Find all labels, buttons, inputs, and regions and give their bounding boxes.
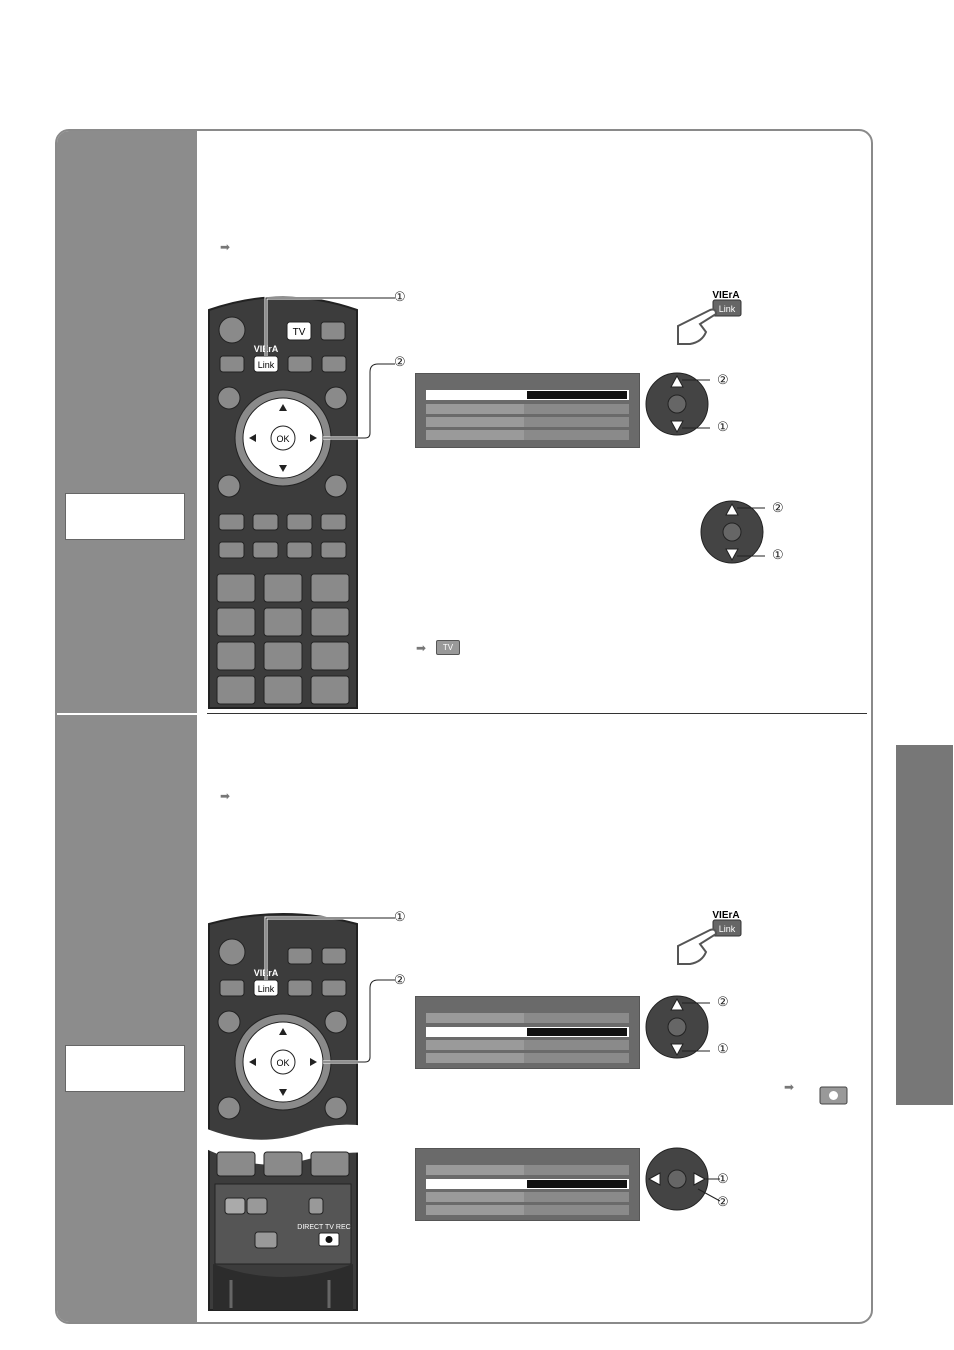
viera-logo: VIErA xyxy=(712,910,739,921)
right-arrow-icon: ➡ xyxy=(220,789,231,803)
callout-2: ② xyxy=(394,354,406,369)
menu-row[interactable] xyxy=(426,430,629,440)
dpad-up-down-1 xyxy=(645,372,710,436)
callout-2: ② xyxy=(394,972,406,987)
link-menu-1 xyxy=(415,373,640,448)
ok-button[interactable] xyxy=(270,1049,296,1075)
menu-row-selected[interactable] xyxy=(426,1179,629,1189)
tv-button[interactable] xyxy=(286,321,312,341)
tv-button-label: TV xyxy=(293,327,306,338)
callout-1: ① xyxy=(772,547,784,562)
sidebar-divider xyxy=(57,713,197,715)
callout-1: ① xyxy=(717,419,729,434)
ok-button-label: OK xyxy=(276,1058,289,1068)
link-button-label: Link xyxy=(258,984,275,994)
link-button-label: Link xyxy=(258,360,275,370)
ok-button[interactable] xyxy=(270,425,296,451)
menu-row[interactable] xyxy=(426,1053,629,1063)
tv-button-icon: TV xyxy=(436,640,460,655)
link-menu-3 xyxy=(415,1148,640,1221)
record-icon xyxy=(829,1091,838,1100)
dpad-up-down-3 xyxy=(645,995,710,1059)
menu-row-selected[interactable] xyxy=(426,1027,629,1037)
menu-row[interactable] xyxy=(426,1040,629,1050)
sidebar xyxy=(57,131,197,1322)
record-icon xyxy=(325,1236,333,1243)
link-label: Link xyxy=(719,924,736,934)
remote-control-1: TV VIErA Link OK xyxy=(208,296,395,709)
link-label: Link xyxy=(719,304,736,314)
menu-row-selected[interactable] xyxy=(426,390,629,400)
callout-2: ② xyxy=(717,372,729,387)
link-menu-2 xyxy=(415,996,640,1069)
menu-row[interactable] xyxy=(426,404,629,414)
callout-1: ① xyxy=(394,289,406,304)
callout-2: ② xyxy=(717,994,729,1009)
menu-row[interactable] xyxy=(426,1165,629,1175)
dpad-up-down-2 xyxy=(700,500,765,564)
callout-2: ② xyxy=(772,500,784,515)
dpad-left-right xyxy=(645,1147,721,1211)
menu-row[interactable] xyxy=(426,417,629,427)
section-divider xyxy=(207,713,867,714)
section-2-label-box xyxy=(65,1045,185,1092)
menu-row[interactable] xyxy=(426,1205,629,1215)
callout-1: ① xyxy=(717,1041,729,1056)
menu-row[interactable] xyxy=(426,1013,629,1023)
ok-button-label: OK xyxy=(276,434,289,444)
remote-control-2: VIErA Link OK DIRECT TV REC xyxy=(205,913,410,1311)
instruction-frame xyxy=(55,129,873,1324)
callout-1: ① xyxy=(394,909,406,924)
callout-2: ② xyxy=(717,1194,729,1209)
viera-logo: VIErA xyxy=(712,290,739,301)
hand-press-icon: VIErA Link xyxy=(677,910,742,965)
menu-row[interactable] xyxy=(426,1192,629,1202)
callout-1: ① xyxy=(717,1171,729,1186)
record-button-icon xyxy=(819,1086,848,1105)
right-arrow-icon: ➡ xyxy=(416,641,427,655)
section-1-label-box xyxy=(65,493,185,540)
right-arrow-icon: ➡ xyxy=(220,240,231,254)
hand-press-icon: VIErA Link xyxy=(677,290,742,345)
section-side-tab xyxy=(896,745,953,1105)
direct-tv-rec-label: DIRECT TV REC xyxy=(297,1224,350,1231)
right-arrow-icon: ➡ xyxy=(784,1080,795,1094)
